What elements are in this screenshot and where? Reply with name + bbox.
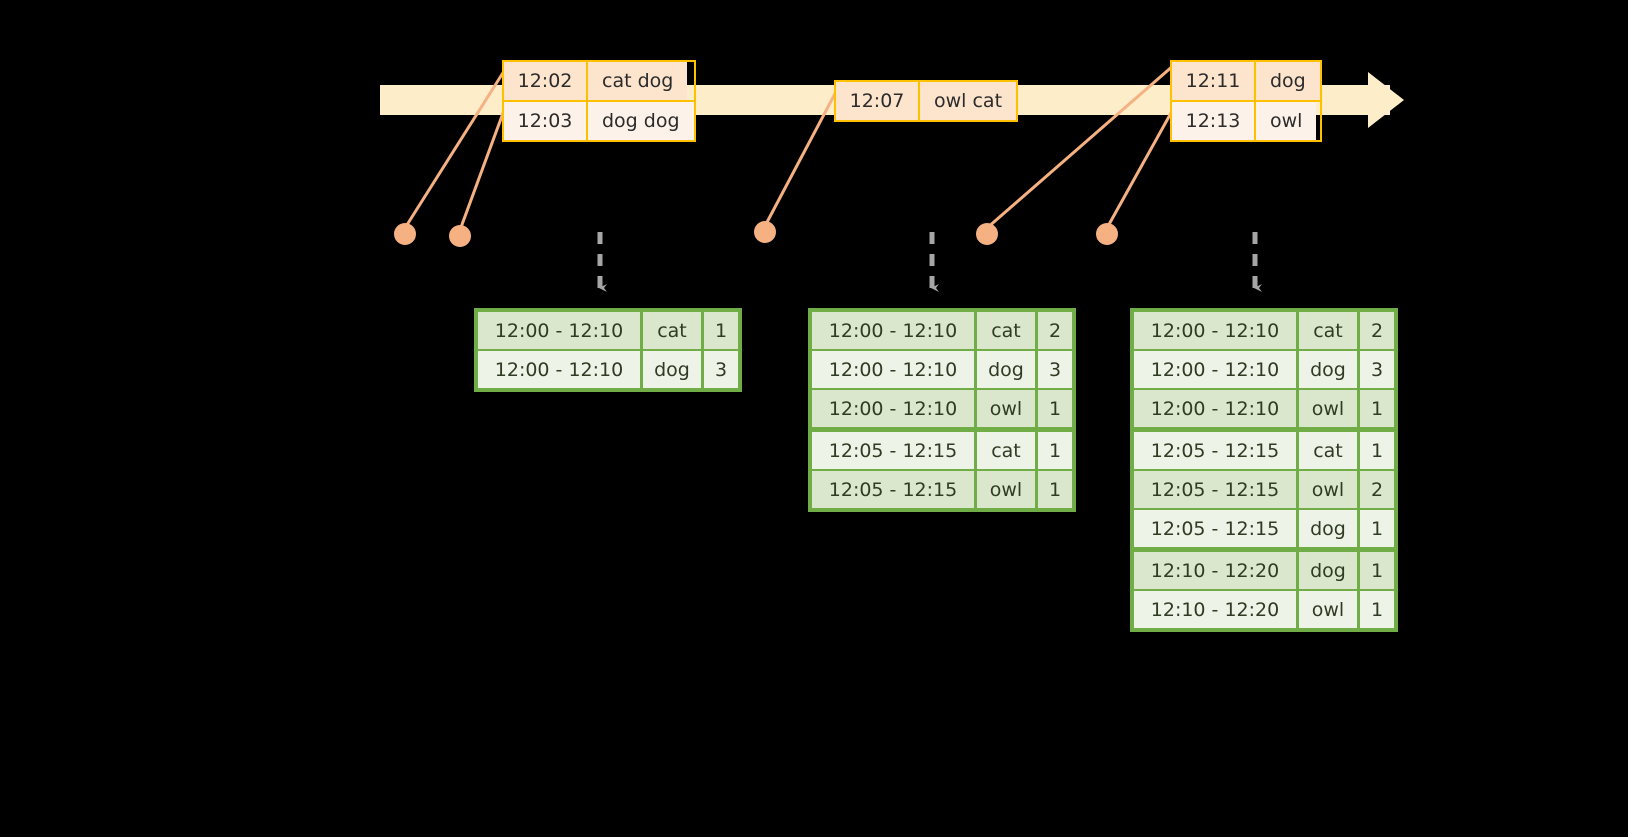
key-cell: dog	[1299, 351, 1360, 388]
event-time: 12:02	[504, 62, 588, 100]
window-cell: 12:00 - 12:10	[478, 351, 643, 388]
key-cell: cat	[977, 432, 1038, 469]
window-cell: 12:00 - 12:10	[812, 312, 977, 349]
key-cell: owl	[1299, 591, 1360, 628]
count-cell: 2	[1038, 312, 1072, 349]
event-time: 12:03	[504, 102, 588, 140]
key-cell: cat	[1299, 312, 1360, 349]
key-cell: cat	[977, 312, 1038, 349]
connector-dot-5	[1096, 223, 1118, 245]
count-cell: 2	[1360, 312, 1394, 349]
window-cell: 12:00 - 12:10	[1134, 390, 1299, 427]
connector-line-2	[458, 104, 508, 231]
window-cell: 12:00 - 12:10	[1134, 312, 1299, 349]
window-cell: 12:05 - 12:15	[1134, 510, 1299, 547]
window-cell: 12:05 - 12:15	[812, 471, 977, 508]
key-cell: dog	[977, 351, 1038, 388]
count-cell: 1	[1038, 390, 1072, 427]
window-cell: 12:10 - 12:20	[1134, 591, 1299, 628]
timeline-arrowhead-icon	[1368, 72, 1404, 128]
event-value: owl cat	[920, 82, 1017, 120]
window-cell: 12:00 - 12:10	[812, 390, 977, 427]
window-cell: 12:05 - 12:15	[812, 432, 977, 469]
connector-dot-2	[449, 225, 471, 247]
window-cell: 12:00 - 12:10	[478, 312, 643, 349]
count-cell: 1	[1360, 552, 1394, 589]
window-cell: 12:05 - 12:15	[1134, 471, 1299, 508]
count-cell: 1	[1038, 432, 1072, 469]
key-cell: owl	[1299, 471, 1360, 508]
count-cell: 3	[1038, 351, 1072, 388]
connector-dot-4	[976, 223, 998, 245]
connector-line-5	[1105, 103, 1178, 229]
window-cell: 12:05 - 12:15	[1134, 432, 1299, 469]
count-cell: 3	[1360, 351, 1394, 388]
event-value: owl	[1256, 102, 1317, 140]
key-cell: dog	[1299, 510, 1360, 547]
event-time: 12:07	[836, 82, 920, 120]
key-cell: dog	[1299, 552, 1360, 589]
count-cell: 1	[1360, 510, 1394, 547]
connector-dot-1	[394, 223, 416, 245]
count-cell: 1	[1360, 591, 1394, 628]
count-cell: 3	[704, 351, 738, 388]
count-cell: 1	[1360, 432, 1394, 469]
event-value: cat dog	[588, 62, 688, 100]
window-cell: 12:00 - 12:10	[1134, 351, 1299, 388]
event-time: 12:13	[1172, 102, 1256, 140]
event-value: dog	[1256, 62, 1320, 100]
key-cell: cat	[643, 312, 704, 349]
key-cell: owl	[977, 471, 1038, 508]
count-cell: 1	[1360, 390, 1394, 427]
window-cell: 12:10 - 12:20	[1134, 552, 1299, 589]
connector-dot-3	[754, 221, 776, 243]
window-cell: 12:00 - 12:10	[812, 351, 977, 388]
key-cell: owl	[1299, 390, 1360, 427]
count-cell: 1	[1038, 471, 1072, 508]
event-value: dog dog	[588, 102, 694, 140]
key-cell: owl	[977, 390, 1038, 427]
count-cell: 2	[1360, 471, 1394, 508]
key-cell: dog	[643, 351, 704, 388]
count-cell: 1	[704, 312, 738, 349]
event-time: 12:11	[1172, 62, 1256, 100]
key-cell: cat	[1299, 432, 1360, 469]
